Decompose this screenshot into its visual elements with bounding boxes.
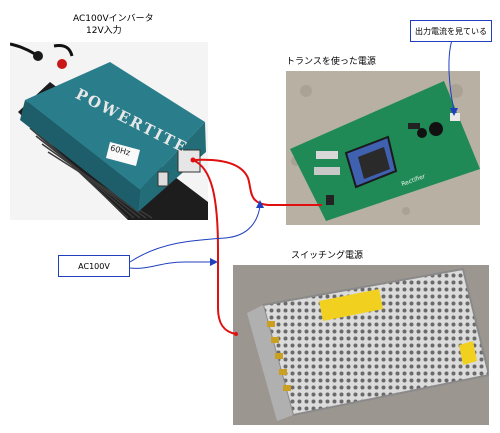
- wire-junction-dot: [190, 157, 196, 163]
- ac100v-pointer-lower: [129, 261, 212, 269]
- ac100v-callout: AC100V: [58, 255, 130, 277]
- ac-wire-to-transformer-psu: [192, 158, 322, 206]
- transformer-psu-photo: Rectifier: [286, 71, 480, 225]
- ac-wire-to-switching-psu: [192, 159, 237, 335]
- ac100v-pointer-upper: [129, 205, 261, 263]
- inverter-photo: POWERTITE 60Hz: [10, 42, 208, 220]
- switching-psu-label: スイッチング電源: [291, 251, 364, 261]
- inverter-label-line2: 12V入力: [86, 26, 122, 36]
- output-current-callout: 出力電流を見ている: [410, 20, 492, 42]
- transformer-psu-label: トランスを使った電源: [286, 57, 376, 67]
- inverter-label-line1: AC100Vインバータ: [73, 14, 154, 24]
- wire-end-dot: [234, 332, 238, 336]
- switching-psu-photo: [233, 265, 489, 425]
- output-current-pointer: [448, 39, 455, 111]
